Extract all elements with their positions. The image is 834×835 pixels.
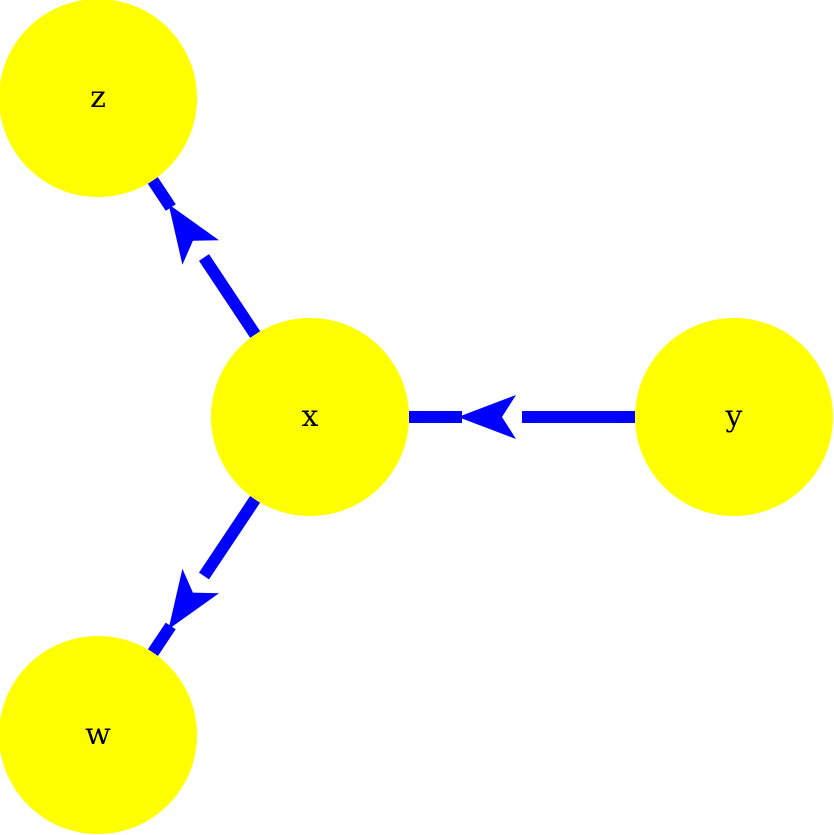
node-w-label: w (85, 717, 111, 752)
edge-x-to-z (147, 177, 261, 338)
arrowhead (168, 568, 219, 630)
node-x-circle (211, 318, 409, 516)
node-x-label: x (302, 399, 319, 434)
node-x[interactable]: x (211, 318, 409, 516)
node-w[interactable]: w (0, 636, 197, 834)
edge-shaft (199, 254, 261, 338)
node-y-label: y (725, 399, 743, 434)
edge-x-to-w (147, 496, 261, 656)
node-z-label: z (90, 80, 106, 115)
node-z-circle (0, 0, 197, 197)
edge-shaft (199, 496, 261, 580)
edges-layer (147, 177, 635, 656)
edge-shaft (147, 177, 176, 211)
edge-y-to-x (409, 395, 635, 439)
node-w-circle (0, 636, 197, 834)
node-z[interactable]: z (0, 0, 197, 197)
arrowhead (458, 395, 516, 439)
arrowhead (168, 204, 219, 265)
edge-shaft (147, 622, 176, 656)
node-y-circle (635, 318, 833, 516)
node-y[interactable]: y (635, 318, 833, 516)
